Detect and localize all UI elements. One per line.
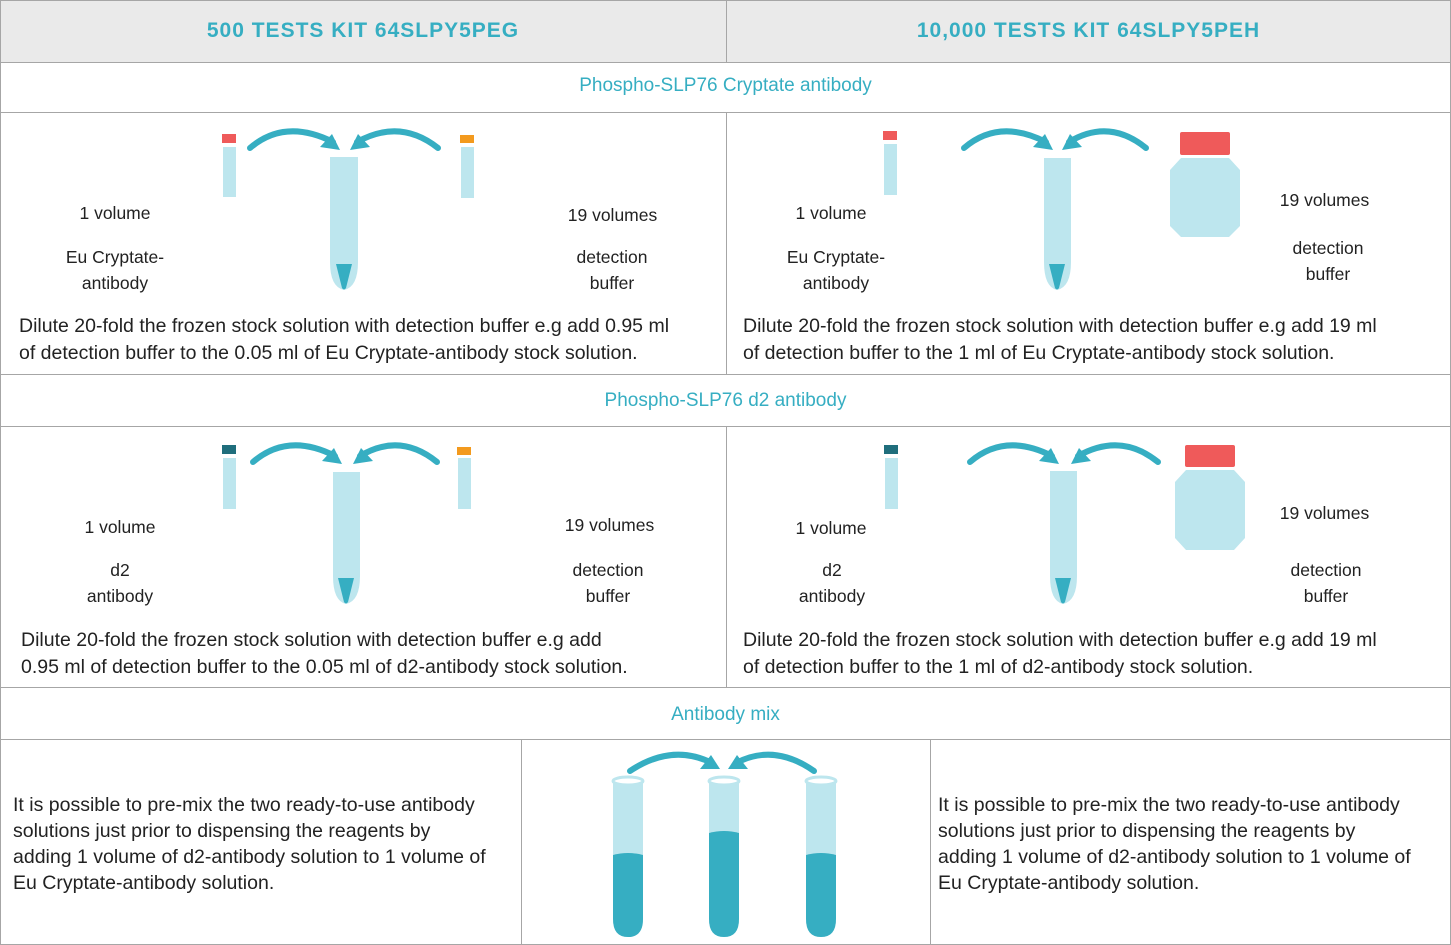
description-line2: 0.95 ml of detection buffer to the 0.05 … [21, 656, 628, 678]
reagent-label-line2: antibody [802, 273, 870, 293]
one-volume-label: 1 volume [84, 517, 156, 537]
reagent-label-line1: Eu Cryptate- [786, 247, 886, 267]
buffer-bottle-icon [1175, 445, 1245, 550]
buffer-label-line1: detection [1292, 238, 1364, 258]
left-arrow-icon [961, 128, 1053, 151]
reagent-vial-icon [883, 131, 897, 195]
mix-line: It is possible to pre-mix the two ready-… [13, 794, 475, 816]
description-line1: Dilute 20-fold the frozen stock solution… [743, 629, 1377, 651]
antibody-mix-diagram [611, 751, 838, 937]
d2-antibody-tube-icon [611, 775, 645, 937]
left-arrow-icon [247, 128, 340, 151]
description-line2: of detection buffer to the 0.05 ml of Eu… [19, 342, 638, 364]
reagent-label-line1: d2 [110, 560, 130, 580]
one-volume-label: 1 volume [795, 203, 867, 223]
d2-10000-diagram [884, 442, 1245, 604]
d2-10000-description: Dilute 20-fold the frozen stock solution… [743, 627, 1443, 681]
buffer-volumes-label: 19 volumes [1279, 190, 1370, 210]
mix-line: Eu Cryptate-antibody solution. [13, 872, 275, 894]
mixing-tube-icon [1044, 158, 1071, 290]
one-volume-label: 1 volume [79, 203, 151, 223]
mix-line: solutions just prior to dispensing the r… [13, 820, 431, 842]
right-arrow-icon [350, 128, 441, 151]
reagent-vial-icon [222, 445, 236, 509]
reagent-label: Eu Cryptate- antibody [766, 244, 906, 296]
buffer-label-line2: buffer [1303, 586, 1349, 606]
section-title-d2: Phospho-SLP76 d2 antibody [604, 390, 847, 411]
mix-500-description: It is possible to pre-mix the two ready-… [13, 792, 518, 896]
description-line1: Dilute 20-fold the frozen stock solution… [21, 629, 602, 651]
buffer-volumes-label: 19 volumes [567, 205, 658, 225]
mix-line: adding 1 volume of d2-antibody solution … [938, 846, 1411, 868]
buffer-label-line1: detection [576, 247, 648, 267]
table-header [0, 0, 1451, 62]
section-title-antibody-mix: Antibody mix [671, 704, 780, 725]
reagent-vial-icon [222, 134, 236, 197]
mix-line: Eu Cryptate-antibody solution. [938, 872, 1200, 894]
mixing-tube-icon [333, 472, 360, 604]
buffer-volumes-label: 19 volumes [1279, 503, 1370, 523]
cryptate-500-diagram [222, 128, 474, 290]
left-arrow-icon [250, 442, 342, 465]
buffer-label-line2: buffer [589, 273, 635, 293]
buffer-volumes-label: 19 volumes [564, 515, 655, 535]
reagent-label: Eu Cryptate- antibody [45, 244, 185, 296]
left-arrow-icon [967, 442, 1059, 465]
mix-line: adding 1 volume of d2-antibody solution … [13, 846, 486, 868]
mixing-tube-icon [1050, 471, 1077, 604]
reagent-label: d2 antibody [762, 557, 902, 609]
buffer-label-line1: detection [1290, 560, 1362, 580]
right-arrow-icon [728, 751, 817, 774]
kit-500-title: 500 TESTS KIT 64SLPY5PEG [206, 19, 520, 42]
description-line2: of detection buffer to the 1 ml of Eu Cr… [743, 342, 1335, 364]
reagent-label-line2: antibody [86, 586, 154, 606]
description-line1: Dilute 20-fold the frozen stock solution… [743, 315, 1377, 337]
buffer-label: detection buffer [1266, 557, 1386, 609]
reagent-label-line2: antibody [798, 586, 866, 606]
buffer-label: detection buffer [1268, 235, 1388, 287]
reagent-label-line1: d2 [822, 560, 842, 580]
reagent-vial-icon [884, 445, 898, 509]
kit-10000-title: 10,000 TESTS KIT 64SLPY5PEH [916, 19, 1261, 42]
reagent-label: d2 antibody [50, 557, 190, 609]
one-volume-label: 1 volume [795, 518, 867, 538]
buffer-vial-icon [457, 447, 471, 509]
mixing-tube-icon [330, 157, 358, 290]
cryptate-antibody-tube-icon [804, 775, 838, 937]
buffer-bottle-icon [1170, 132, 1240, 237]
cryptate-10000-description: Dilute 20-fold the frozen stock solution… [743, 313, 1443, 367]
buffer-label: detection buffer [548, 557, 668, 609]
reagent-label-line1: Eu Cryptate- [65, 247, 165, 267]
buffer-label-line2: buffer [585, 586, 631, 606]
description-line2: of detection buffer to the 1 ml of d2-an… [743, 656, 1254, 678]
cryptate-10000-diagram [883, 128, 1240, 290]
mix-10000-description: It is possible to pre-mix the two ready-… [938, 792, 1448, 896]
description-line1: Dilute 20-fold the frozen stock solution… [19, 315, 670, 337]
mixed-antibody-tube-icon [707, 775, 741, 937]
right-arrow-icon [353, 442, 440, 465]
reagent-label-line2: antibody [81, 273, 149, 293]
right-arrow-icon [1071, 442, 1161, 465]
d2-500-diagram [222, 442, 471, 604]
buffer-label-line2: buffer [1305, 264, 1351, 284]
left-arrow-icon [627, 751, 720, 774]
buffer-vial-icon [460, 135, 474, 198]
mix-line: solutions just prior to dispensing the r… [938, 820, 1356, 842]
right-arrow-icon [1062, 128, 1149, 151]
d2-500-description: Dilute 20-fold the frozen stock solution… [21, 627, 721, 681]
buffer-label-line1: detection [572, 560, 644, 580]
section-title-cryptate: Phospho-SLP76 Cryptate antibody [579, 75, 872, 96]
buffer-label: detection buffer [552, 244, 672, 296]
mix-line: It is possible to pre-mix the two ready-… [938, 794, 1400, 816]
cryptate-500-description: Dilute 20-fold the frozen stock solution… [19, 313, 719, 367]
